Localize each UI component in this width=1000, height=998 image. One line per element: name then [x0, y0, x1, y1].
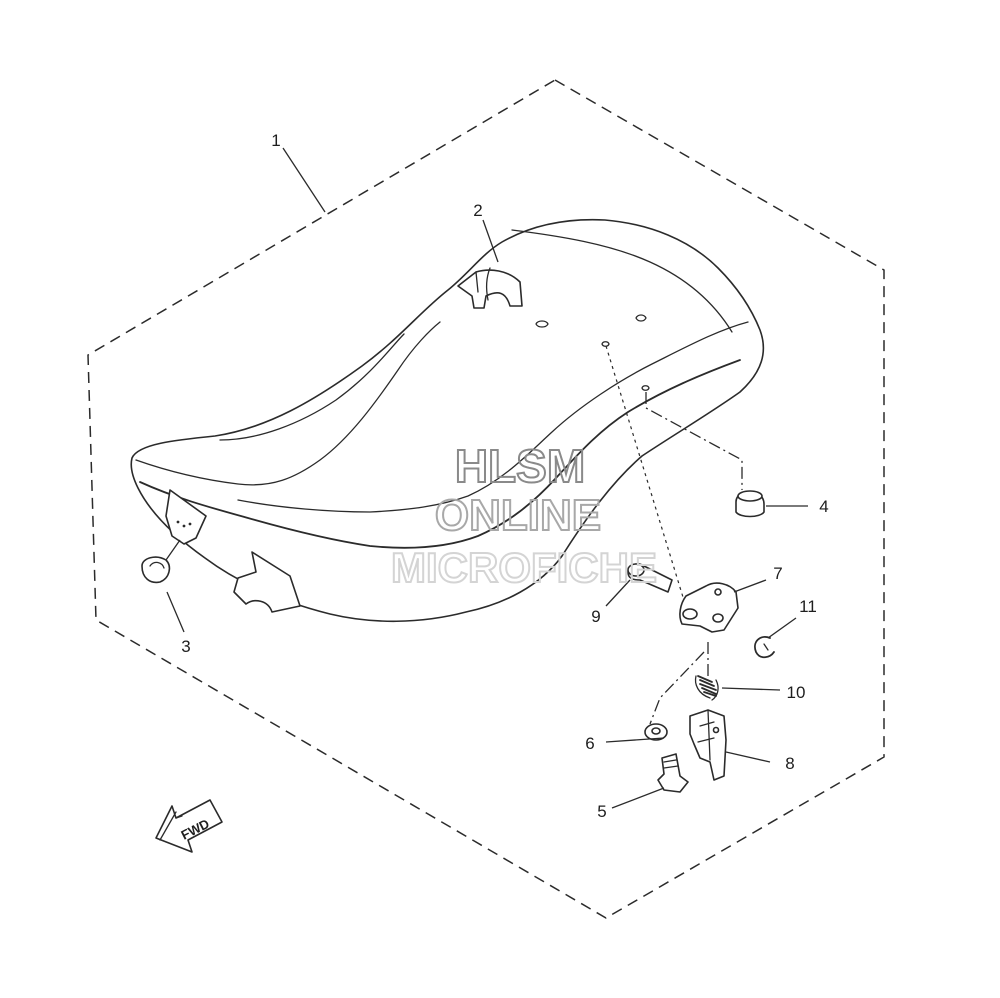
callout-3: 3 [181, 637, 190, 656]
bolt-5-part [657, 753, 689, 793]
watermark-line-3: MICROFICHE [391, 544, 657, 591]
seat-hook-part [457, 267, 523, 309]
bracket-7-part [679, 582, 739, 633]
assembly-boundary [87, 79, 885, 919]
damper-part [141, 556, 171, 584]
callout-4: 4 [819, 497, 828, 516]
watermark: HLSM ONLINE MICROFICHE [390, 439, 658, 592]
callout-5: 5 [597, 802, 606, 821]
spring-10-part [694, 675, 719, 701]
clip-11-part [754, 636, 775, 659]
watermark-line-1: HLSM [455, 440, 585, 492]
seat-drawing [130, 218, 765, 623]
callout-10: 10 [787, 683, 806, 702]
callout-9: 9 [591, 607, 600, 626]
callout-1: 1 [271, 131, 280, 150]
callout-7: 7 [773, 564, 782, 583]
callout-11: 11 [799, 597, 817, 616]
callout-6: 6 [585, 734, 594, 753]
callout-8: 8 [785, 754, 794, 773]
latch-8-part [689, 709, 727, 781]
washer-6-part [644, 723, 668, 741]
fwd-arrow-icon: FWD [155, 799, 223, 853]
damper-4-part [735, 490, 765, 518]
watermark-line-2: ONLINE [435, 491, 601, 540]
bolt-9-part [627, 563, 673, 593]
callout-2: 2 [473, 201, 482, 220]
